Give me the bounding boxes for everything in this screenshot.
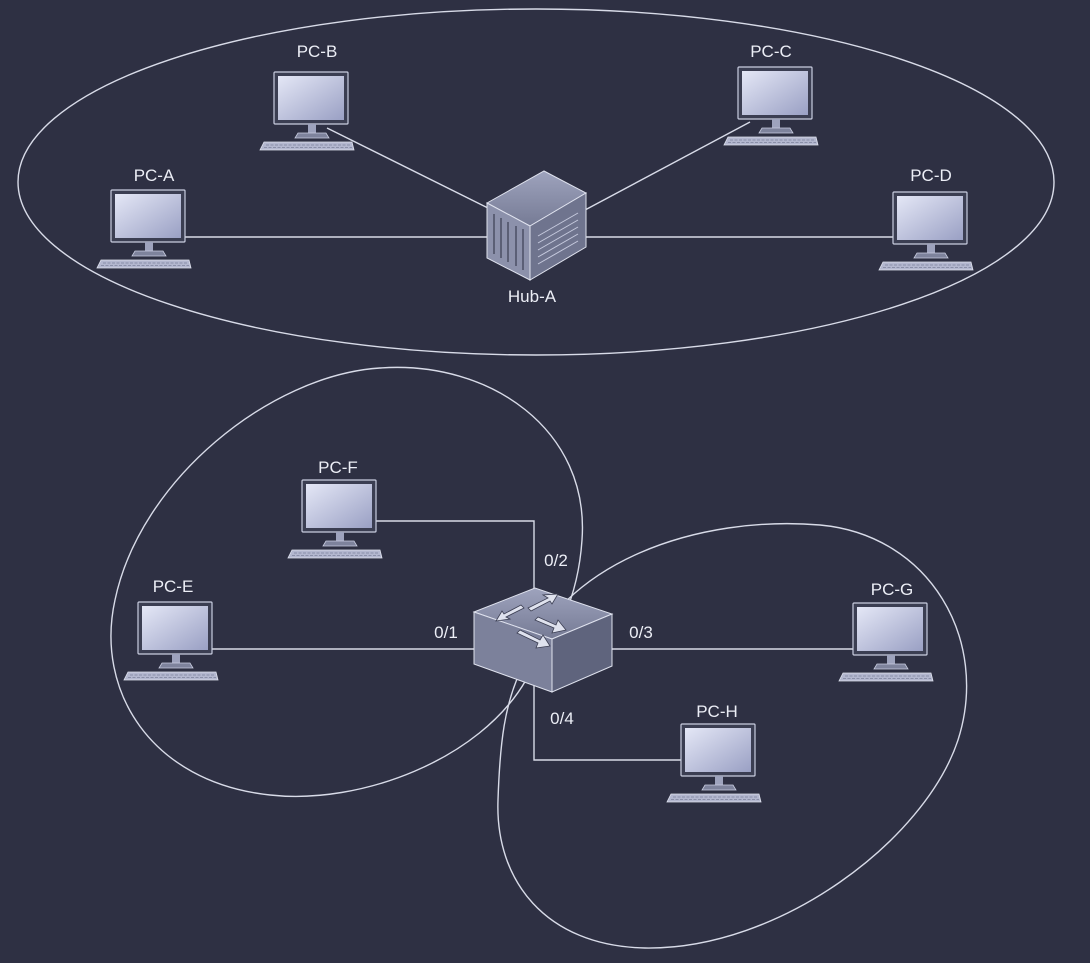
hub-icon[interactable] xyxy=(485,170,588,281)
computer-icon-pc-h xyxy=(666,723,762,803)
pc-d-label: PC-D xyxy=(910,166,952,185)
computer-icon-pc-d xyxy=(878,191,974,271)
pc-f[interactable]: PC-F xyxy=(287,458,383,559)
port-label-0-4: 0/4 xyxy=(550,709,574,728)
hub-collision-domain xyxy=(17,8,1055,356)
link-pc-c-hub xyxy=(584,121,751,211)
pc-a[interactable]: PC-A xyxy=(96,166,192,269)
pc-e[interactable]: PC-E xyxy=(123,577,219,681)
computer-icon-pc-b xyxy=(259,71,355,151)
arrow-up-right-icon xyxy=(527,593,559,612)
link-pc-f-switch xyxy=(376,520,535,595)
computer-icon-pc-f xyxy=(287,479,383,559)
arrow-down-left-icon xyxy=(495,604,525,622)
pc-d[interactable]: PC-D xyxy=(878,166,974,271)
link-pc-b-hub xyxy=(326,127,499,214)
hub-label: Hub-A xyxy=(508,287,557,306)
computer-icon-pc-a xyxy=(96,189,192,269)
links xyxy=(185,121,893,761)
pc-f-label: PC-F xyxy=(318,458,358,477)
pc-c[interactable]: PC-C xyxy=(723,42,819,146)
computer-icon-pc-e xyxy=(123,601,219,681)
switch-domain-left xyxy=(110,366,584,798)
pc-h[interactable]: PC-H xyxy=(666,702,762,803)
arrow-right-icon xyxy=(534,616,567,634)
arrow-down-icon xyxy=(516,629,551,649)
pc-c-label: PC-C xyxy=(750,42,792,61)
pc-g[interactable]: PC-G xyxy=(838,580,934,682)
switch-domain-right xyxy=(497,522,968,949)
pc-h-label: PC-H xyxy=(696,702,738,721)
port-label-0-2: 0/2 xyxy=(544,551,568,570)
pc-b-label: PC-B xyxy=(297,42,338,61)
computer-icon-pc-c xyxy=(723,66,819,146)
pc-b[interactable]: PC-B xyxy=(259,42,355,151)
computer-icon-pc-g xyxy=(838,602,934,682)
pc-g-label: PC-G xyxy=(871,580,914,599)
link-pc-h-switch xyxy=(533,678,682,761)
pc-e-label: PC-E xyxy=(153,577,194,596)
pc-a-label: PC-A xyxy=(134,166,175,185)
port-label-0-1: 0/1 xyxy=(434,623,458,642)
port-label-0-3: 0/3 xyxy=(629,623,653,642)
switch-icon[interactable] xyxy=(472,587,614,693)
